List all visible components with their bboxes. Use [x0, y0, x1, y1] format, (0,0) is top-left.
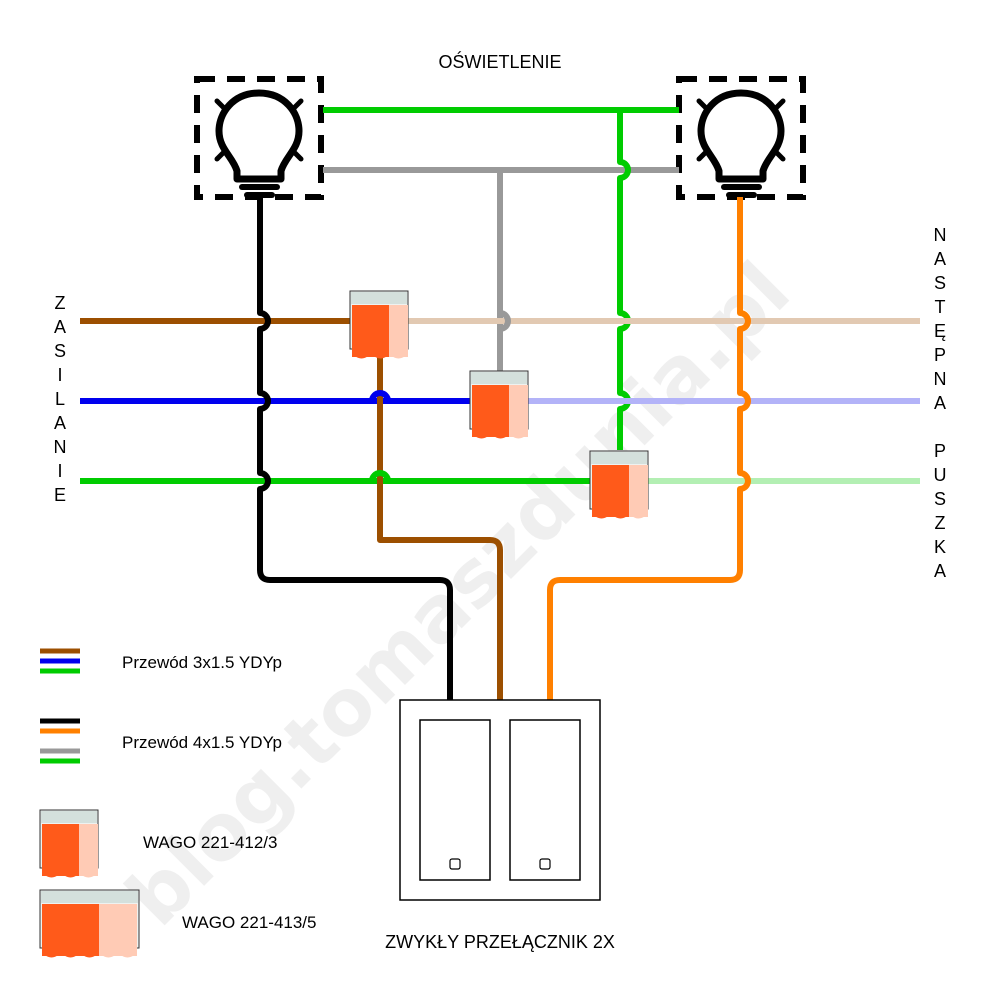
vertical-label-letter: N [934, 225, 947, 245]
vertical-label-letter: A [54, 317, 66, 337]
legend-cable-3x15: Przewód 3x1.5 YDYp [40, 648, 282, 674]
wire-green-hop [369, 470, 391, 482]
legend-wago-5: WAGO 221-413/5 [39, 889, 317, 958]
vertical-label-letter: Ę [934, 321, 946, 341]
vertical-label-letter: S [54, 341, 66, 361]
vertical-label-letter: L [55, 389, 65, 409]
vertical-label-letter: K [934, 537, 946, 557]
switch-key-left [419, 719, 491, 881]
wago-connector-brown [349, 290, 409, 359]
legend-cable-4x15: Przewód 4x1.5 YDYp [40, 718, 282, 764]
vertical-label-letter: N [934, 369, 947, 389]
vertical-label-letter: N [54, 437, 67, 457]
vertical-label-letter: S [934, 489, 946, 509]
lighting-title: OŚWIETLENIE [438, 51, 561, 72]
vertical-label-letter: A [934, 249, 946, 269]
legend: Przewód 3x1.5 YDYp Przewód 4x1.5 YDYp WA… [39, 648, 317, 958]
vertical-label-letter: T [935, 297, 946, 317]
lightbulb-icon [197, 79, 321, 197]
legend-label: WAGO 221-412/3 [143, 833, 278, 852]
lamp-right [679, 79, 803, 197]
legend-label: Przewód 3x1.5 YDYp [122, 653, 282, 672]
wago-connector-green [589, 450, 649, 519]
vertical-label-letter: P [934, 441, 946, 461]
wire-blue-hop [369, 390, 391, 402]
vertical-label-letter: A [934, 393, 946, 413]
switch-label: ZWYKŁY PRZEŁĄCZNIK 2X [385, 932, 615, 952]
vertical-label-letter: S [934, 273, 946, 293]
legend-label: Przewód 4x1.5 YDYp [122, 733, 282, 752]
vertical-label-letter: P [934, 345, 946, 365]
legend-wago-3: WAGO 221-412/3 [39, 809, 278, 878]
legend-label: WAGO 221-413/5 [182, 913, 317, 932]
lamp-left [197, 79, 321, 197]
double-light-switch [399, 699, 601, 901]
vertical-label-letter: U [934, 465, 947, 485]
wago-5-connector-icon [39, 889, 140, 958]
vertical-label-letter: Z [55, 293, 66, 313]
wago-3-connector-icon [39, 809, 99, 878]
wire-brown-switch [377, 348, 503, 700]
vertical-label-letter: I [57, 365, 62, 385]
switch-key-right [509, 719, 581, 881]
wire-gray-hop [497, 305, 511, 337]
vertical-label-letter: A [54, 413, 66, 433]
vertical-label-letter: Z [935, 513, 946, 533]
vertical-label-letter: A [934, 561, 946, 581]
wago-connector-blue [469, 370, 529, 439]
wire-orange [547, 197, 751, 700]
wire-black [257, 197, 453, 700]
lightbulb-icon [679, 79, 803, 197]
vertical-label-letter: E [54, 485, 66, 505]
vertical-label-letter: I [57, 461, 62, 481]
